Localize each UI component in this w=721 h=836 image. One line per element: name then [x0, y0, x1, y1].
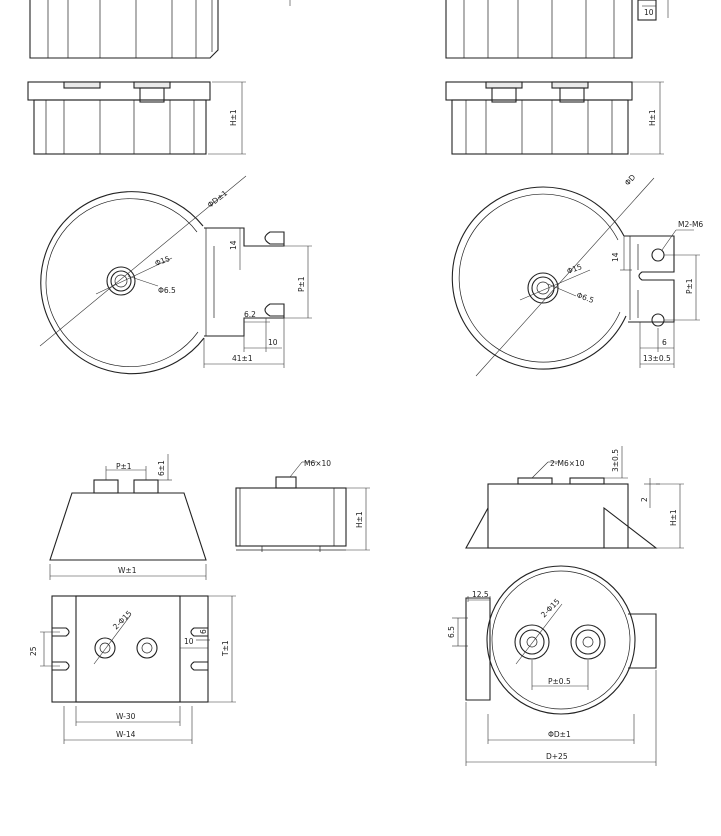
bl-phi15-label: 2-Φ15	[111, 609, 134, 632]
right-side-elevation: H±1	[445, 81, 664, 155]
lp-phi65-label: Φ6.5	[158, 286, 176, 295]
bl-w30-label: W-30	[116, 712, 136, 721]
lp-10-label: 10	[268, 338, 278, 347]
tl-top-view-partial	[29, 0, 291, 59]
bl-w14-label: W-14	[116, 730, 136, 739]
br-side-elevation: 2-M6×10 3±0.5 2 H±1	[465, 446, 684, 549]
br-m6-label: 2-M6×10	[550, 459, 585, 468]
bl-plan-view: 25 2-Φ15 10 6 T±1 W-30 W-14	[29, 595, 236, 744]
bl-front-elevation: P±1 6±1 W±1	[49, 454, 207, 580]
bl-pitch-label: P±1	[116, 462, 132, 471]
rp-p-label: P±1	[685, 278, 694, 294]
br-plan-view: 12.5 6.5 2-Φ15 P±0.5 ΦD±1 D+25	[447, 565, 657, 766]
rp-13-label: 13±0.5	[643, 354, 671, 363]
bl-6c-label: 6	[199, 629, 208, 634]
tr-top-view-partial: 10	[445, 0, 669, 59]
lp-phi15-label: Φ15	[154, 254, 172, 268]
lp-14-label: 14	[229, 240, 238, 250]
rp-m2m6-label: M2-M6	[678, 220, 703, 229]
lp-diameter-label: ΦD±1	[206, 188, 230, 209]
br-65-label: 6.5	[447, 626, 456, 638]
rp-14-label: 14	[611, 252, 620, 262]
br-2-label: 2	[640, 497, 649, 502]
rp-phi65-label: Φ6.5	[575, 290, 595, 305]
bl-t-label: T±1	[221, 640, 230, 657]
lp-62-label: 6.2	[244, 310, 256, 319]
br-height-label: H±1	[669, 509, 678, 526]
br-diameter-label: ΦD±1	[548, 730, 571, 739]
left-circular-plan-view: ΦD±1 Φ15 Φ6.5 14 P±1 6.2 10 41±1	[39, 175, 312, 375]
rp-6-label: 6	[662, 338, 667, 347]
bm-height-label: H±1	[355, 511, 364, 528]
lp-41-label: 41±1	[232, 354, 253, 363]
rp-diameter-label: ΦD	[623, 172, 638, 187]
bl-width-label: W±1	[118, 566, 137, 575]
bl-6-label: 6±1	[157, 460, 166, 476]
left-side-elevation: H±1	[27, 81, 246, 155]
br-3-label: 3±0.5	[611, 449, 620, 472]
right-circular-plan-view: ΦD M2-M6 14 Φ15 Φ6.5 P±1 6 13±0.5	[451, 172, 703, 377]
br-d25-label: D+25	[546, 752, 568, 761]
bl-25-label: 25	[29, 646, 38, 656]
left-height-label: H±1	[229, 109, 238, 126]
br-125-label: 12.5	[472, 590, 489, 599]
bm-side-elevation: M6×10 H±1	[235, 459, 370, 552]
right-height-label: H±1	[648, 109, 657, 126]
br-phi15-label: 2-Φ15	[539, 597, 562, 620]
tr-dim-10: 10	[644, 8, 654, 17]
lp-p-label: P±1	[297, 276, 306, 292]
br-pitch-label: P±0.5	[548, 677, 571, 686]
bm-m6-label: M6×10	[304, 459, 331, 468]
bl-10-label: 10	[184, 637, 194, 646]
